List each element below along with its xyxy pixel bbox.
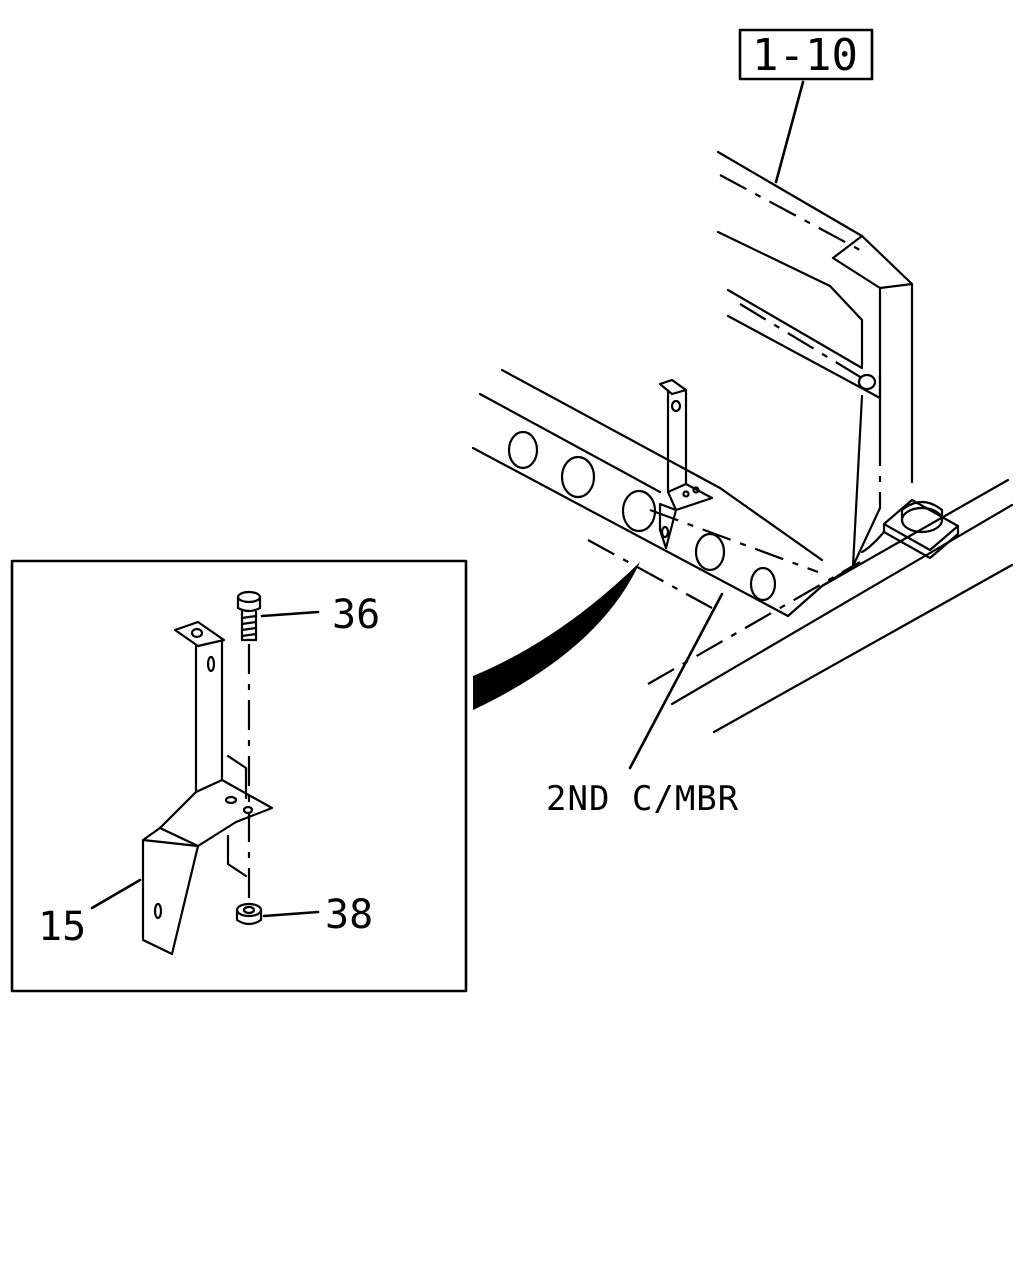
rail-hole (507, 430, 539, 470)
ref-leader-line (774, 80, 805, 184)
inset-frame (10, 559, 468, 993)
cross-member-upper (716, 150, 914, 568)
ref-box (738, 28, 874, 81)
part-15-label: 15 (38, 904, 86, 950)
bolt-36: 36 (236, 590, 380, 905)
zoom-pointer (473, 562, 640, 710)
member-leader-line (628, 592, 724, 770)
bracket-15: 15 (38, 620, 274, 956)
lower-frame (647, 478, 1014, 734)
ref-label: 1-10 (752, 30, 858, 81)
part-38-label: 38 (325, 892, 373, 938)
part-36-leader (260, 610, 320, 618)
bracket-on-rail (658, 378, 714, 550)
member-callout: 2ND C/MBR (546, 592, 739, 819)
detail-inset: 36 15 38 (10, 559, 468, 993)
rail-hole (749, 566, 777, 602)
rail-hole (560, 455, 596, 499)
member-label: 2ND C/MBR (546, 779, 739, 819)
side-rail (471, 368, 824, 618)
part-36-label: 36 (332, 592, 380, 638)
part-38-leader (262, 910, 320, 918)
rail-hole (694, 532, 726, 572)
ref-callout-1-10: 1-10 (738, 28, 874, 184)
part-15-leader (90, 878, 142, 910)
nut-38: 38 (235, 892, 373, 938)
rail-hole (621, 489, 657, 533)
